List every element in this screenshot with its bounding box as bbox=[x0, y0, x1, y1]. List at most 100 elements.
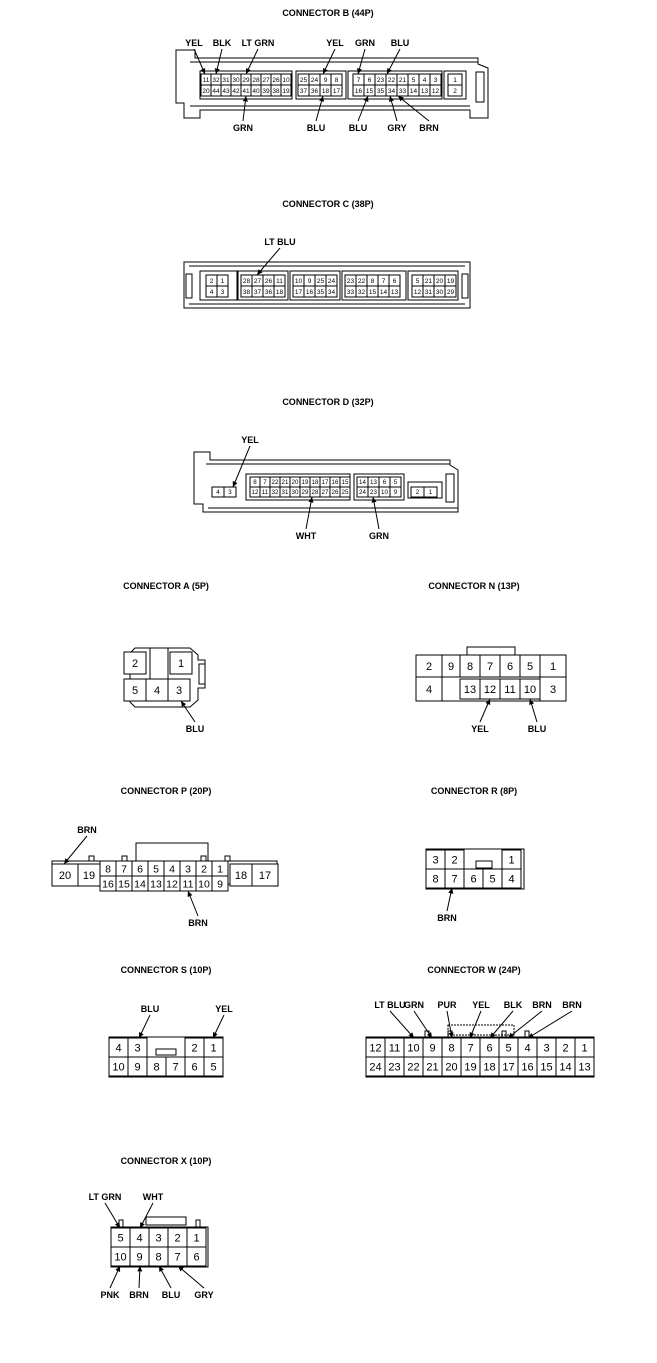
pin-number: 4 bbox=[136, 1232, 142, 1244]
pin-group: 3 bbox=[539, 676, 567, 702]
pin-cell: 43 bbox=[220, 84, 232, 97]
housing-outline bbox=[407, 270, 459, 301]
pin-number: 33 bbox=[399, 88, 407, 95]
pin-number: 10 bbox=[381, 489, 388, 496]
pin-number: 7 bbox=[172, 1061, 178, 1073]
pin-cell: 14 bbox=[356, 476, 369, 488]
pin-number: 18 bbox=[235, 870, 247, 882]
pin-number: 26 bbox=[272, 77, 280, 84]
housing-outline bbox=[347, 70, 443, 100]
pin-number: 38 bbox=[243, 289, 251, 296]
pin-cell: 26 bbox=[262, 274, 275, 287]
wire-color-label: BRN bbox=[532, 1000, 552, 1010]
pin-number: 7 bbox=[487, 661, 493, 673]
pin-cell: 20 bbox=[51, 863, 79, 887]
pin-cell: 5 bbox=[411, 274, 424, 287]
pin-number: 13 bbox=[370, 479, 377, 486]
pin-number: 6 bbox=[137, 863, 143, 875]
pin-group: 2 bbox=[123, 651, 147, 675]
wire-leader-line bbox=[305, 496, 313, 530]
wire-arrowhead bbox=[485, 699, 491, 705]
pin-cell: 11 bbox=[499, 678, 521, 700]
housing-outline bbox=[407, 481, 443, 499]
pin-cell: 20 bbox=[289, 476, 301, 488]
pin-cell: 6 bbox=[479, 1037, 500, 1058]
pin-cell: 23 bbox=[367, 486, 380, 498]
pin-cell: 9 bbox=[422, 1037, 443, 1058]
housing-outline bbox=[224, 855, 231, 862]
pin-number: 27 bbox=[322, 489, 329, 496]
housing-outline bbox=[183, 261, 471, 309]
pin-group: 20 bbox=[51, 863, 79, 887]
pin-number: 2 bbox=[453, 88, 457, 95]
wire-color-label: YEL bbox=[241, 435, 259, 445]
pin-number: 15 bbox=[366, 88, 374, 95]
pin-number: 5 bbox=[132, 685, 138, 697]
pin-cell: 12 bbox=[365, 1037, 386, 1058]
housing-outline bbox=[237, 270, 289, 301]
connector-n-title: CONNECTOR N (13P) bbox=[428, 581, 519, 591]
pin-cell: 10 bbox=[519, 678, 541, 700]
pin-cell: 18 bbox=[309, 476, 321, 488]
pin-cell: 21 bbox=[396, 73, 409, 86]
pin-number: 30 bbox=[292, 489, 299, 496]
pin-number: 17 bbox=[259, 870, 271, 882]
pin-number: 10 bbox=[198, 878, 210, 890]
pin-cell: 18 bbox=[319, 84, 332, 97]
pin-number: 14 bbox=[359, 479, 366, 486]
pin-cell: 29 bbox=[240, 73, 252, 86]
pin-number: 2 bbox=[451, 854, 457, 866]
pin-number: 4 bbox=[154, 685, 160, 697]
pin-cell: 15 bbox=[339, 476, 351, 488]
pin-cell: 9 bbox=[127, 1056, 148, 1077]
pin-number: 12 bbox=[166, 878, 178, 890]
pin-cell: 4 bbox=[145, 678, 169, 702]
wire-arrowhead bbox=[398, 96, 404, 102]
pin-cell: 18 bbox=[479, 1056, 500, 1077]
pin-cell: 26 bbox=[329, 486, 341, 498]
pin-number: 25 bbox=[300, 77, 308, 84]
pin-cell: 36 bbox=[308, 84, 321, 97]
pin-number: 8 bbox=[155, 1251, 161, 1263]
housing-outline bbox=[341, 270, 407, 301]
pin-number: 16 bbox=[102, 878, 114, 890]
wire-arrowhead bbox=[408, 1032, 414, 1038]
pin-cell-box bbox=[429, 84, 442, 97]
wire-leader-line bbox=[63, 835, 88, 865]
pin-number: 20 bbox=[59, 870, 71, 882]
pin-cell-box bbox=[273, 285, 286, 298]
pin-cell: 19 bbox=[444, 274, 457, 287]
pin-cell: 33 bbox=[344, 285, 357, 298]
pin-number: 10 bbox=[295, 278, 303, 285]
pin-cell: 15 bbox=[536, 1056, 557, 1077]
pin-number: 2 bbox=[426, 661, 432, 673]
pin-number: 19 bbox=[282, 88, 290, 95]
wire-color-label: YEL bbox=[326, 38, 344, 48]
pin-number: 14 bbox=[134, 878, 146, 890]
pin-cell: 13 bbox=[367, 476, 380, 488]
pin-cell: 24 bbox=[365, 1056, 386, 1077]
pin-number: 23 bbox=[347, 278, 355, 285]
pin-number: 16 bbox=[355, 88, 363, 95]
pin-cell: 5 bbox=[110, 1227, 131, 1248]
pin-number: 10 bbox=[114, 1251, 126, 1263]
pin-number: 10 bbox=[112, 1061, 124, 1073]
housing-outline bbox=[195, 1219, 201, 1228]
pin-number: 2 bbox=[132, 658, 138, 670]
pin-number: 16 bbox=[332, 479, 339, 486]
pin-cell: 23 bbox=[374, 73, 387, 86]
wire-color-label: GRY bbox=[387, 123, 406, 133]
pin-cell-box bbox=[444, 285, 457, 298]
wire-arrowhead bbox=[308, 497, 314, 503]
pin-cell: 1 bbox=[169, 651, 193, 675]
pin-cell: 1 bbox=[186, 1227, 207, 1248]
pin-cell: 10 bbox=[403, 1037, 424, 1058]
pin-number: 28 bbox=[252, 77, 260, 84]
pin-number: 19 bbox=[447, 278, 455, 285]
pin-cell: 19 bbox=[280, 84, 292, 97]
pin-cell: 25 bbox=[297, 73, 310, 86]
